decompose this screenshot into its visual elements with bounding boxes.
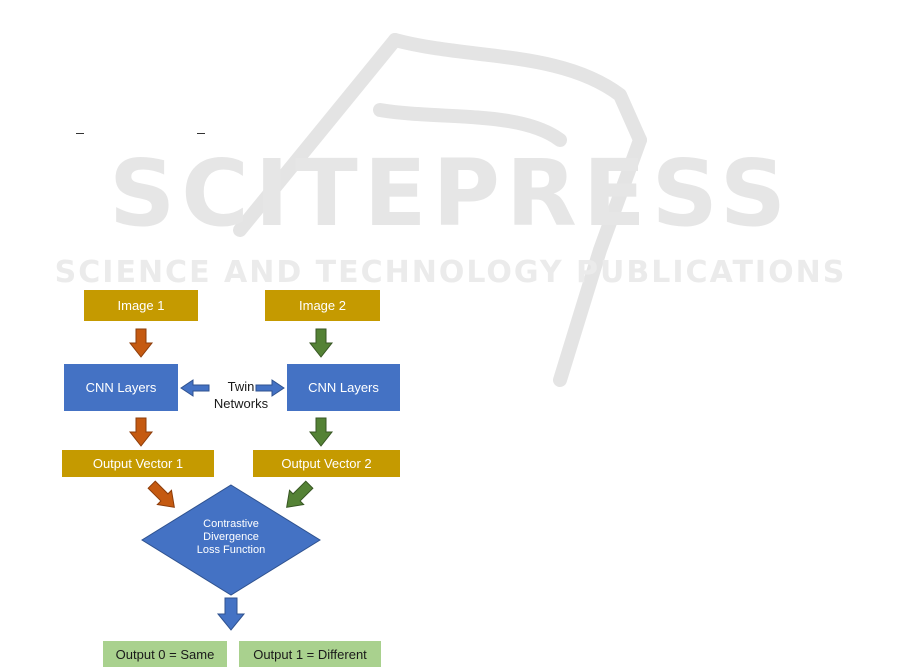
image-2-box: Image 2 <box>265 290 380 321</box>
output-vector-1-box: Output Vector 1 <box>62 450 214 477</box>
arrow-down-blue <box>218 598 244 630</box>
twin-networks-label: Twin Networks <box>203 378 279 412</box>
loss-label-line-2: Divergence <box>170 531 292 544</box>
arrow-down-green-2 <box>310 418 332 446</box>
arrow-down-orange-1 <box>130 329 152 357</box>
twin-label-line-1: Twin <box>203 378 279 395</box>
output-different-box: Output 1 = Different <box>239 641 381 667</box>
arrow-down-green-1 <box>310 329 332 357</box>
output-vector-2-box: Output Vector 2 <box>253 450 400 477</box>
output-same-box: Output 0 = Same <box>103 641 227 667</box>
loss-function-label: Contrastive Divergence Loss Function <box>170 518 292 557</box>
loss-label-line-1: Contrastive <box>170 518 292 531</box>
cnn-layers-left-box: CNN Layers <box>64 364 178 411</box>
image-1-box: Image 1 <box>84 290 198 321</box>
cnn-layers-right-box: CNN Layers <box>287 364 400 411</box>
arrow-diag-orange <box>145 478 182 515</box>
loss-label-line-3: Loss Function <box>170 544 292 557</box>
arrow-down-orange-2 <box>130 418 152 446</box>
arrow-diag-green <box>280 478 317 515</box>
twin-label-line-2: Networks <box>203 395 279 412</box>
